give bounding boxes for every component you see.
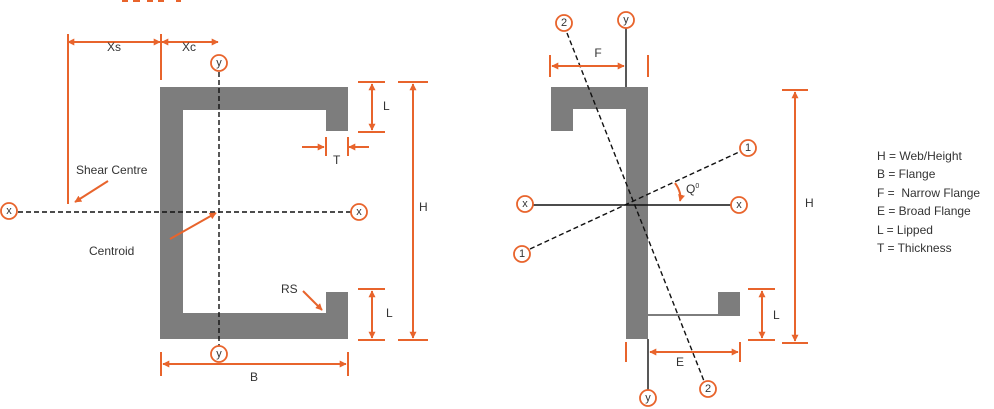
legend-item: L = Lipped [877,222,933,237]
axis-marker-y-bottom: y [216,348,222,360]
legend-item: B = Flange [877,167,936,182]
legend-item: F = Narrow Flange [877,185,981,200]
dim-label-h: H [805,196,814,210]
axis-marker-y-bottom: y [645,392,651,404]
axis-marker-y-top: y [623,14,629,26]
axis-marker-1-bottom: 1 [519,248,525,260]
lipped-channel-section [160,87,348,339]
cropped-heading [122,0,181,2]
legend-item: E = Broad Flange [877,204,971,219]
dim-label-t: T [333,153,341,167]
dim-label-l-bottom: L [386,306,393,320]
angle-label: Q0 [686,182,699,196]
dim-label-e: E [676,355,684,369]
legend: H = Web/Height B = Flange F = Narrow Fla… [877,147,980,257]
principal-axis-2 [566,32,705,382]
dim-label-xc: Xc [182,40,196,54]
dim-label-f: F [594,46,601,60]
axis-marker-x-right: x [736,199,742,211]
axis-marker-2-top: 2 [561,17,567,29]
legend-item: T = Thickness [877,240,952,255]
z-section [551,87,740,339]
centroid-label: Centroid [89,244,134,258]
dim-label-xs: Xs [107,40,121,54]
dim-label-h: H [419,200,428,214]
right-diagram: 2 y 1 x x 1 y 2 F H L E Q0 [513,11,814,407]
rs-label: RS [281,282,298,296]
axis-marker-1-top: 1 [745,142,751,154]
axis-marker-y-top: y [216,57,222,69]
axis-marker-x-left: x [6,205,12,217]
principal-axis-1 [529,151,740,250]
shear-centre-label: Shear Centre [76,163,148,177]
axis-marker-2-bottom: 2 [705,383,711,395]
dim-label-b: B [250,370,258,384]
dim-label-l-top: L [383,99,390,113]
dim-label-l: L [773,308,780,322]
legend-item: H = Web/Height [877,149,962,163]
axis-marker-x-left: x [522,198,528,210]
axis-marker-x-right: x [356,206,362,218]
left-diagram: y y x x Xs Xc L T H L B Shear Centre Cen… [0,34,428,384]
